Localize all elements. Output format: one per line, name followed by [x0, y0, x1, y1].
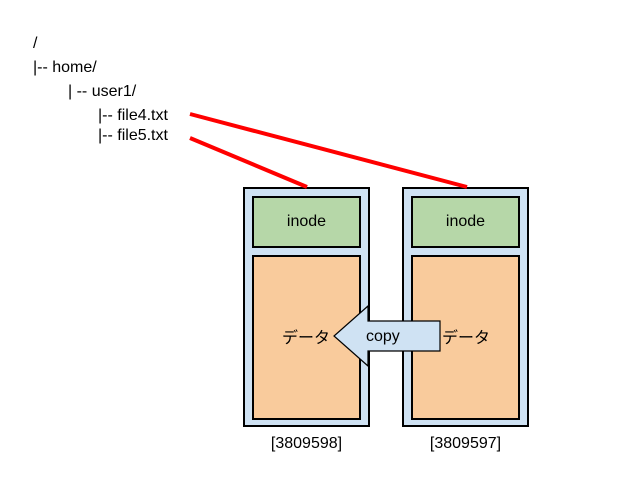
- inode-box-right: inode: [411, 196, 520, 248]
- link-line-file4: [189, 112, 468, 189]
- inode-label-left: inode: [286, 213, 327, 230]
- inode-number-right: [3809597]: [429, 435, 502, 452]
- inode-label-right: inode: [445, 213, 486, 230]
- copy-arrow: [333, 304, 441, 368]
- tree-home: |-- home/: [33, 59, 97, 76]
- tree-user1: | -- user1/: [68, 83, 137, 100]
- data-label-left: データ: [282, 328, 331, 347]
- inode-number-left: [3809598]: [270, 435, 343, 452]
- tree-root: /: [33, 35, 38, 52]
- tree-file5: |-- file5.txt: [98, 127, 168, 144]
- data-label-right: データ: [442, 328, 491, 347]
- tree-file4: |-- file4.txt: [98, 107, 168, 124]
- link-line-file5: [189, 136, 308, 189]
- copy-label: copy: [366, 328, 400, 345]
- inode-box-left: inode: [252, 196, 361, 248]
